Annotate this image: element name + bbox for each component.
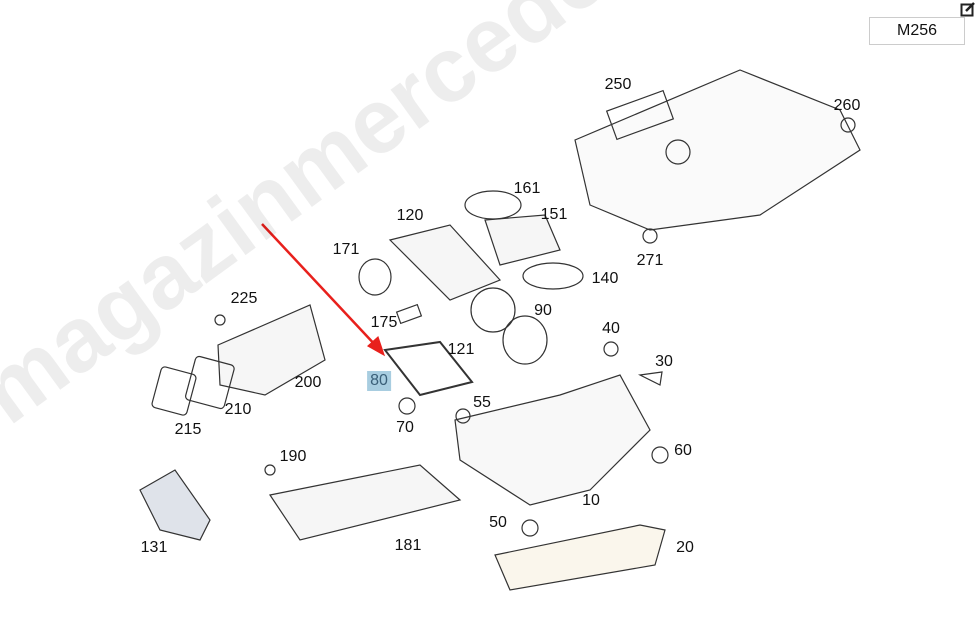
callout-181[interactable]: 181 (394, 537, 422, 554)
bellows-part (484, 214, 561, 266)
model-code-box: M256 (869, 17, 965, 45)
callout-140[interactable]: 140 (591, 270, 619, 287)
air-filter-element-part (494, 524, 666, 591)
callout-10[interactable]: 10 (582, 492, 600, 509)
callout-121[interactable]: 121 (447, 341, 475, 358)
callout-210[interactable]: 210 (224, 401, 252, 418)
callout-260[interactable]: 260 (833, 97, 861, 114)
engine-cover-part (574, 69, 861, 231)
callout-80-highlighted[interactable]: 80 (367, 371, 391, 391)
callout-215[interactable]: 215 (174, 421, 202, 438)
callout-271[interactable]: 271 (636, 252, 664, 269)
callout-20[interactable]: 20 (676, 539, 694, 556)
callout-250[interactable]: 250 (604, 76, 632, 93)
callout-151[interactable]: 151 (540, 206, 568, 223)
callout-175[interactable]: 175 (370, 314, 398, 331)
callout-190[interactable]: 190 (279, 448, 307, 465)
callout-90[interactable]: 90 (534, 302, 552, 319)
callout-30[interactable]: 30 (655, 353, 673, 370)
seal-80-part (383, 340, 474, 397)
intake-pipe-part (388, 224, 502, 301)
callout-131[interactable]: 131 (140, 539, 168, 556)
callout-161[interactable]: 161 (513, 180, 541, 197)
callout-200[interactable]: 200 (294, 374, 322, 391)
callout-50[interactable]: 50 (489, 514, 507, 531)
callout-70[interactable]: 70 (396, 419, 414, 436)
callout-60[interactable]: 60 (674, 442, 692, 459)
callout-171[interactable]: 171 (332, 241, 360, 258)
callout-55[interactable]: 55 (473, 394, 491, 411)
edit-icon[interactable] (960, 1, 976, 17)
air-filter-housing-part (454, 374, 651, 506)
callout-225[interactable]: 225 (230, 290, 258, 307)
callout-120[interactable]: 120 (396, 207, 424, 224)
pointer-arrow (261, 223, 379, 349)
callout-40[interactable]: 40 (602, 320, 620, 337)
